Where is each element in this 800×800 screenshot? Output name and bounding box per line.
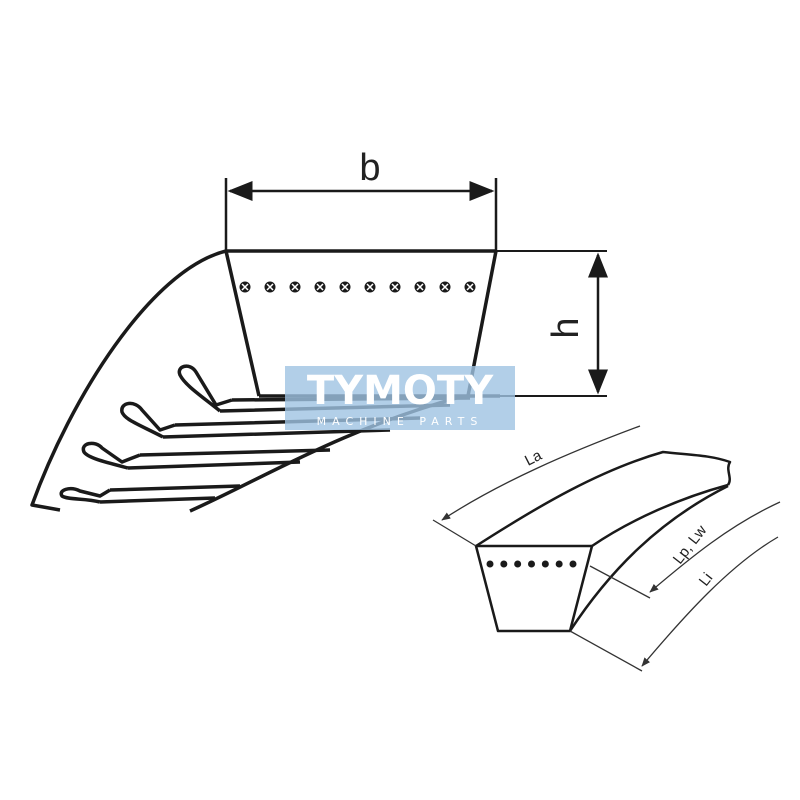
belt-left-flank (224, 250, 261, 397)
cord-perspective (555, 560, 563, 568)
front-face (474, 544, 594, 633)
length-dimensions (432, 425, 781, 672)
cord-perspective (500, 560, 508, 568)
cord-perspective (528, 560, 535, 568)
cord-cross-mark (366, 283, 374, 291)
cog-tooth (120, 401, 176, 439)
label-lp-lw: Lp, Lw (670, 522, 711, 567)
watermark-brand: TYMOTY (307, 368, 494, 414)
cord-cross-mark (341, 283, 349, 291)
cog-tooth (59, 487, 111, 504)
la-arrow (441, 425, 641, 521)
cord-perspective (541, 560, 549, 568)
label-h: h (545, 317, 587, 338)
tension-cords-perspective (486, 560, 577, 568)
cord-cross-mark (266, 283, 274, 291)
cog-tooth (177, 364, 233, 413)
watermark-tagline: MACHINE PARTS (317, 415, 484, 428)
cord-cross-mark (391, 283, 399, 291)
top-surface-far-edge (475, 450, 732, 548)
cord-cross-mark (241, 283, 249, 291)
cord-perspective (514, 560, 522, 568)
tension-cords-cross-section (239, 281, 476, 293)
cord-cross-mark (441, 283, 449, 291)
label-la: La (522, 447, 545, 470)
lp-lw-arrow (649, 501, 781, 593)
label-b: b (359, 147, 380, 189)
cord-perspective (569, 560, 577, 568)
cog-row (127, 448, 331, 470)
cog-tooth (81, 441, 141, 470)
label-li: Li (696, 570, 717, 590)
cord-cross-mark (416, 283, 424, 291)
cord-cross-mark (466, 283, 474, 291)
cog-row (99, 484, 241, 504)
top-surface-near-edge (591, 483, 729, 548)
watermark-logo: TYMOTY MACHINE PARTS (285, 366, 515, 430)
cord-perspective (486, 560, 494, 568)
belt-outer-curve (30, 249, 227, 512)
cord-cross-mark (316, 283, 324, 291)
side-surface-edge (568, 484, 729, 632)
cord-cross-mark (291, 283, 299, 291)
li-arrow (641, 536, 779, 667)
dimension-b (224, 178, 498, 251)
